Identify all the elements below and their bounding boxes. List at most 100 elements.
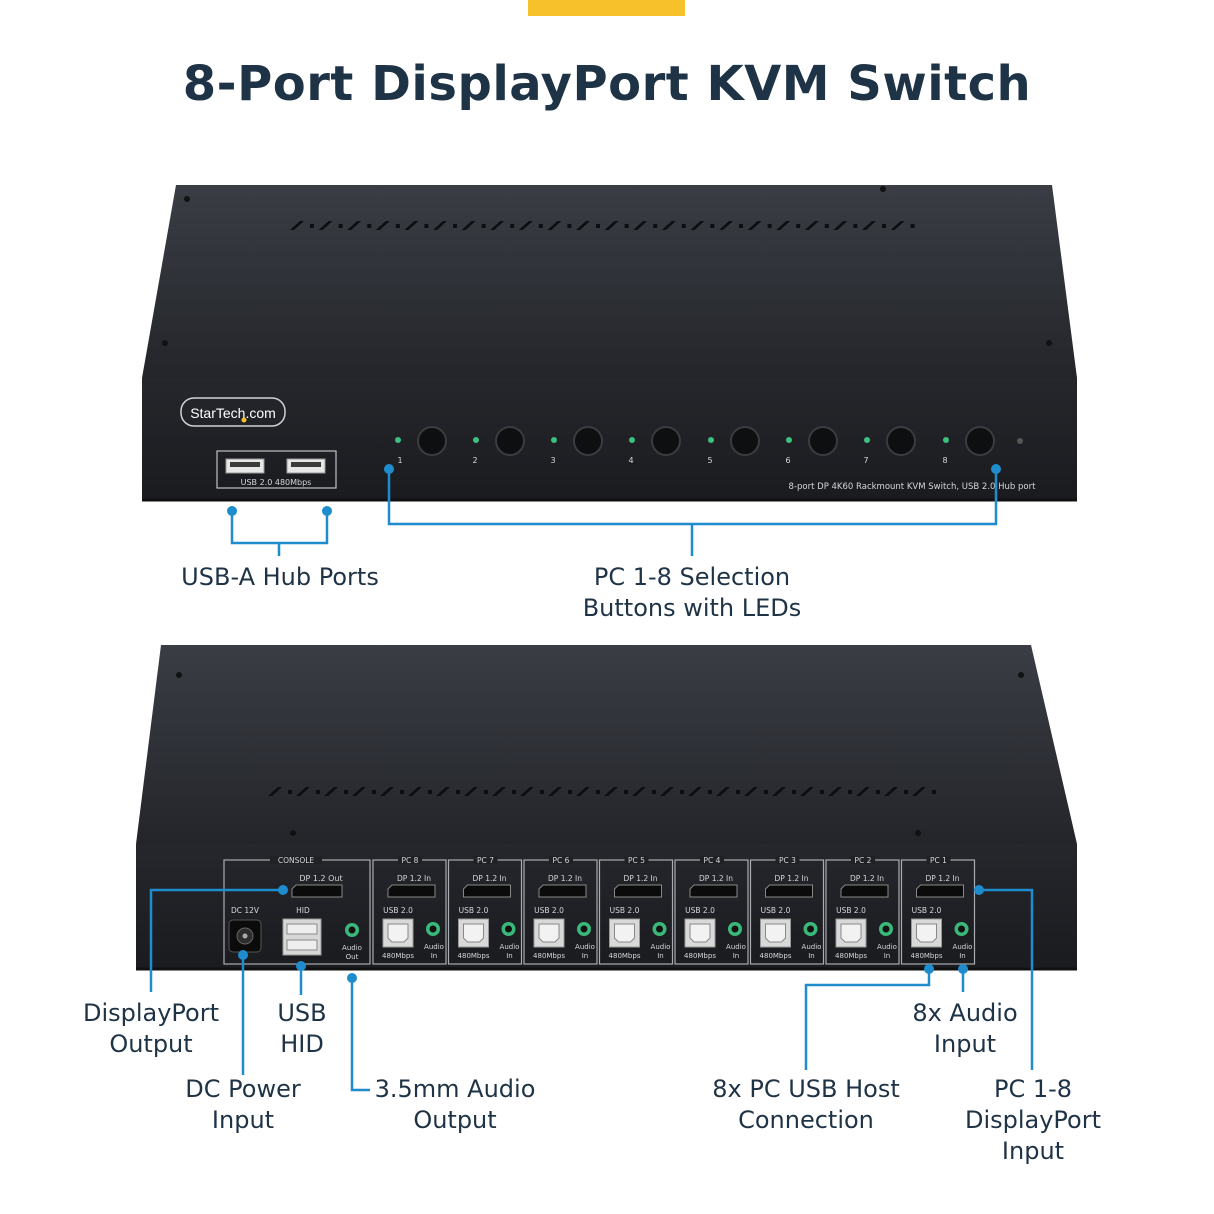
dp-in-label: DP 1.2 In — [624, 874, 658, 883]
led-indicator — [943, 437, 949, 443]
rear-callout-lines — [149, 888, 1034, 1092]
pc-select-button-number: 6 — [785, 456, 790, 465]
model-text: 8-port DP 4K60 Rackmount KVM Switch, USB… — [789, 482, 1037, 492]
pc-select-button-number: 5 — [707, 456, 712, 465]
pc-port-label: PC 4 — [704, 856, 721, 865]
pc-select-button — [730, 426, 760, 456]
rear-unit-top-panel — [136, 645, 1077, 844]
pc-select-button — [651, 426, 681, 456]
usb-hub-frame — [216, 450, 337, 489]
usb-label: USB 2.0 — [610, 906, 640, 915]
audio-in-label-a: Audio — [500, 943, 520, 951]
brand-logo: StarTech.com — [190, 405, 276, 421]
accent-bar — [528, 0, 685, 16]
speed-label: 480Mbps — [458, 952, 490, 960]
pc-select-button-number: 1 — [397, 456, 402, 465]
audio-out-label-a: Audio — [342, 944, 362, 952]
audio-in-label-b: In — [884, 952, 891, 960]
audio-in-label-a: Audio — [424, 943, 444, 951]
audio-in-label-b: In — [657, 952, 664, 960]
led-indicator — [708, 437, 714, 443]
callout-usb-hub: USB-A Hub Ports — [181, 563, 379, 591]
dp-in-port — [387, 884, 436, 898]
dp-in-label: DP 1.2 In — [397, 874, 431, 883]
dc-label: DC 12V — [231, 906, 260, 915]
usb-label: USB 2.0 — [836, 906, 866, 915]
led-indicator — [473, 437, 479, 443]
dp-in-label: DP 1.2 In — [699, 874, 733, 883]
dp-in-port — [840, 884, 889, 898]
pc-port-label: PC 1 — [930, 856, 947, 865]
speed-label: 480Mbps — [533, 952, 565, 960]
audio-in-label-a: Audio — [575, 943, 595, 951]
pc-select-button — [965, 426, 995, 456]
pc-select-button-number: 2 — [472, 456, 477, 465]
usb-label: USB 2.0 — [534, 906, 564, 915]
audio-in-label-a: Audio — [726, 943, 746, 951]
dp-in-port — [463, 884, 511, 898]
audio-in-label-a: Audio — [877, 943, 897, 951]
led-indicator — [864, 437, 870, 443]
usb-label: USB 2.0 — [459, 906, 489, 915]
pc-port-label: PC 6 — [553, 856, 570, 865]
usb-hub-label: USB 2.0 480Mbps — [241, 478, 312, 487]
dp-in-port — [538, 884, 587, 898]
console-label: CONSOLE — [278, 856, 315, 865]
front-unit-face — [142, 378, 1077, 500]
rear-unit: CONSOLE DP 1.2 Out DC 12V HID Audio Out … — [136, 645, 1077, 971]
audio-in-label-b: In — [959, 952, 966, 960]
usb-label: USB 2.0 — [383, 906, 413, 915]
pc-select-button-number: 4 — [628, 456, 633, 465]
audio-in-label-b: In — [431, 952, 438, 960]
pc-select-button-number: 3 — [550, 456, 555, 465]
dp-out-label: DP 1.2 Out — [299, 874, 342, 883]
page-title: 8-Port DisplayPort KVM Switch — [182, 56, 1032, 112]
pc-port-label: PC 3 — [779, 856, 796, 865]
dp-in-label: DP 1.2 In — [926, 874, 960, 883]
dp-in-label: DP 1.2 In — [548, 874, 582, 883]
pc-select-button — [808, 426, 838, 456]
led-indicator — [629, 437, 635, 443]
usb-label: USB 2.0 — [761, 906, 791, 915]
usb-label: USB 2.0 — [912, 906, 942, 915]
pc-select-button — [495, 426, 525, 456]
speed-label: 480Mbps — [911, 952, 943, 960]
audio-in-label-a: Audio — [953, 943, 973, 951]
led-indicator — [395, 437, 401, 443]
pc-port-label: PC 2 — [855, 856, 872, 865]
pc-port-label: PC 7 — [477, 856, 494, 865]
led-indicator — [786, 437, 792, 443]
front-unit-top-panel — [142, 185, 1077, 378]
pc-select-button — [886, 426, 916, 456]
dp-in-label: DP 1.2 In — [850, 874, 884, 883]
speed-label: 480Mbps — [609, 952, 641, 960]
audio-in-label-a: Audio — [802, 943, 822, 951]
dp-in-port — [765, 884, 813, 898]
brand-logo-frame — [180, 397, 286, 427]
pc-select-button — [417, 426, 447, 456]
pc-select-button — [573, 426, 603, 456]
front-callout-lines — [230, 469, 998, 556]
speed-label: 480Mbps — [835, 952, 867, 960]
hid-label: HID — [296, 906, 310, 915]
pc-select-button-number: 8 — [942, 456, 947, 465]
dp-in-label: DP 1.2 In — [473, 874, 507, 883]
audio-in-label-b: In — [733, 952, 740, 960]
audio-in-label-a: Audio — [651, 943, 671, 951]
